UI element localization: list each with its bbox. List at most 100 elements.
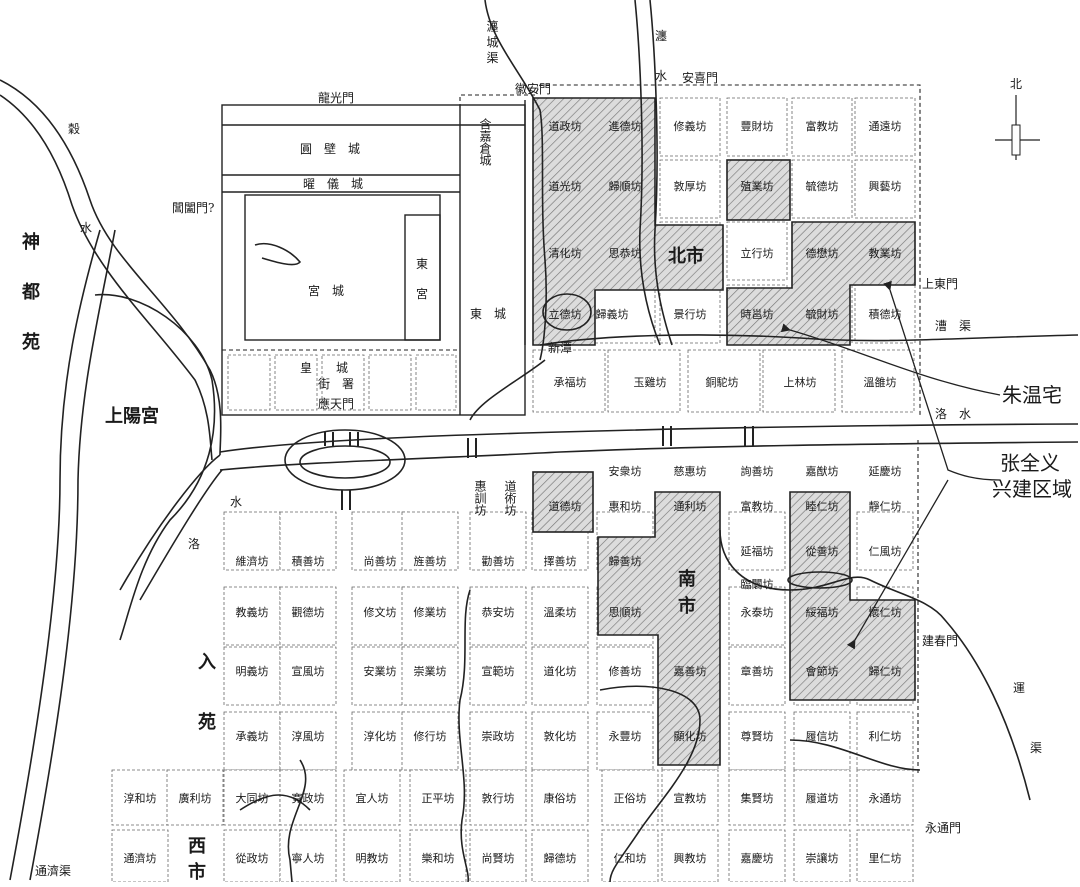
ward-label: 淳化坊	[364, 729, 397, 743]
ward-label: 恭安坊	[482, 605, 515, 619]
ward-label: 會節坊	[806, 664, 839, 678]
ward-cell	[726, 97, 788, 157]
ward-label: 維濟坊	[236, 554, 269, 568]
ward-label: 修義坊	[674, 119, 707, 133]
ward-cell	[351, 511, 409, 571]
ward-label: 修行坊	[414, 729, 447, 743]
label-longguang: 龍光門	[318, 90, 354, 105]
palace-city	[244, 194, 441, 341]
ward-label: 崇讓坊	[806, 851, 839, 865]
ward-cell	[469, 586, 527, 646]
ward-label: 嘉善坊	[674, 664, 707, 678]
label-jianchun: 建春門	[922, 634, 958, 648]
ward-cell	[791, 159, 853, 219]
label-yun-1: 運	[1013, 681, 1025, 695]
ward-cell	[607, 349, 681, 413]
label-shendu-2: 都	[21, 282, 40, 303]
ward-cell	[793, 829, 851, 883]
annotation-zhang-1: 张全义	[1000, 451, 1060, 475]
ward-cell	[854, 159, 916, 219]
ward-label: 道化坊	[544, 664, 577, 678]
label-luo-2: 水	[230, 495, 242, 509]
ward-label: 履道坊	[806, 791, 839, 805]
label-yaoyi: 曜 儀 城	[303, 177, 363, 191]
ward-label: 溫柔坊	[544, 605, 577, 619]
label-donggong-1: 東	[416, 257, 428, 271]
ward-label: 思順坊	[609, 605, 642, 619]
ward-cell	[469, 829, 527, 883]
ward-label: 從政坊	[236, 851, 269, 865]
ward-cell	[531, 769, 589, 826]
ward-label: 延福坊	[741, 544, 774, 558]
bridges	[324, 426, 754, 510]
east-palace	[404, 214, 441, 341]
ward-label: 勸善坊	[482, 554, 515, 568]
label-chuanqu: 瀍 城 渠	[485, 19, 499, 64]
ward-cell	[469, 511, 527, 571]
ward-label: 修善坊	[609, 664, 642, 678]
label-xinqiao: 新潭	[548, 340, 572, 355]
ward-label: 靜仁坊	[869, 499, 902, 513]
ward-label: 利仁坊	[869, 729, 902, 743]
ward-cell	[728, 711, 786, 771]
ward-label: 道德坊	[549, 499, 582, 513]
ward-label: 寬政坊	[292, 791, 325, 805]
ward-label: 上林坊	[784, 375, 817, 389]
ward-label: 歸德坊	[544, 851, 577, 865]
label-huixun: 惠訓坊	[473, 480, 487, 516]
ward-label: 寧人坊	[292, 851, 325, 865]
annotation-zhu-wen: 朱温宅	[1002, 383, 1062, 407]
ward-cell	[279, 646, 337, 706]
ward-label: 溫雒坊	[864, 375, 897, 389]
ward-label: 道光坊	[549, 179, 582, 193]
ward-label: 大同坊	[236, 791, 269, 805]
label-changhe: 閶闔門?	[172, 201, 214, 215]
ward-cell	[687, 349, 761, 413]
ward-cell	[659, 159, 721, 219]
ward-cell	[409, 769, 467, 826]
ward-cell	[223, 769, 281, 826]
ward-label: 修業坊	[414, 605, 447, 619]
ward-label: 思恭坊	[609, 246, 642, 260]
ward-label: 康俗坊	[544, 791, 577, 805]
ward-cell	[223, 646, 281, 706]
label-chan-water: 水	[655, 69, 667, 83]
ward-label: 承義坊	[236, 729, 269, 743]
ward-cell	[728, 586, 786, 646]
ward-label: 明教坊	[356, 851, 389, 865]
ward-label: 章善坊	[741, 664, 774, 678]
ward-label: 里仁坊	[869, 851, 902, 865]
ward-cell	[223, 511, 281, 571]
ward-cell	[401, 711, 459, 771]
ward-label: 顯化坊	[674, 729, 707, 743]
ward-label: 歸善坊	[609, 554, 642, 568]
ward-label: 興藝坊	[869, 179, 902, 193]
ward-label: 履信坊	[806, 729, 839, 743]
ward-cell	[854, 97, 916, 157]
ward-cell	[279, 511, 337, 571]
ward-label: 安業坊	[364, 664, 397, 678]
ward-cell	[856, 829, 914, 883]
label-shendu-1: 神	[22, 231, 40, 253]
label-shangdong: 上東門	[922, 277, 958, 291]
ward-cell	[661, 769, 719, 826]
label-beishi: 北市	[668, 245, 704, 267]
ward-label: 富教坊	[741, 499, 774, 513]
label-daoshu: 道術坊	[503, 480, 517, 516]
ward-label: 景行坊	[674, 307, 707, 321]
ward-label: 永豐坊	[609, 729, 642, 743]
ward-cell	[401, 646, 459, 706]
label-nanshi-2: 市	[678, 595, 696, 617]
label-nanshi-1: 南	[678, 568, 696, 590]
ward-label: 清化坊	[549, 246, 582, 260]
ward-label: 歸順坊	[609, 179, 642, 193]
label-yongtong: 永通門	[925, 821, 961, 835]
ward-label: 敦行坊	[482, 791, 515, 805]
ward-label: 正俗坊	[614, 791, 647, 805]
ward-cell	[856, 769, 914, 826]
annotations: 朱温宅 张全义 兴建区域	[992, 383, 1072, 501]
ward-label: 興教坊	[674, 851, 707, 865]
ward-label: 廣利坊	[179, 791, 212, 805]
ward-label: 宣風坊	[292, 664, 325, 678]
